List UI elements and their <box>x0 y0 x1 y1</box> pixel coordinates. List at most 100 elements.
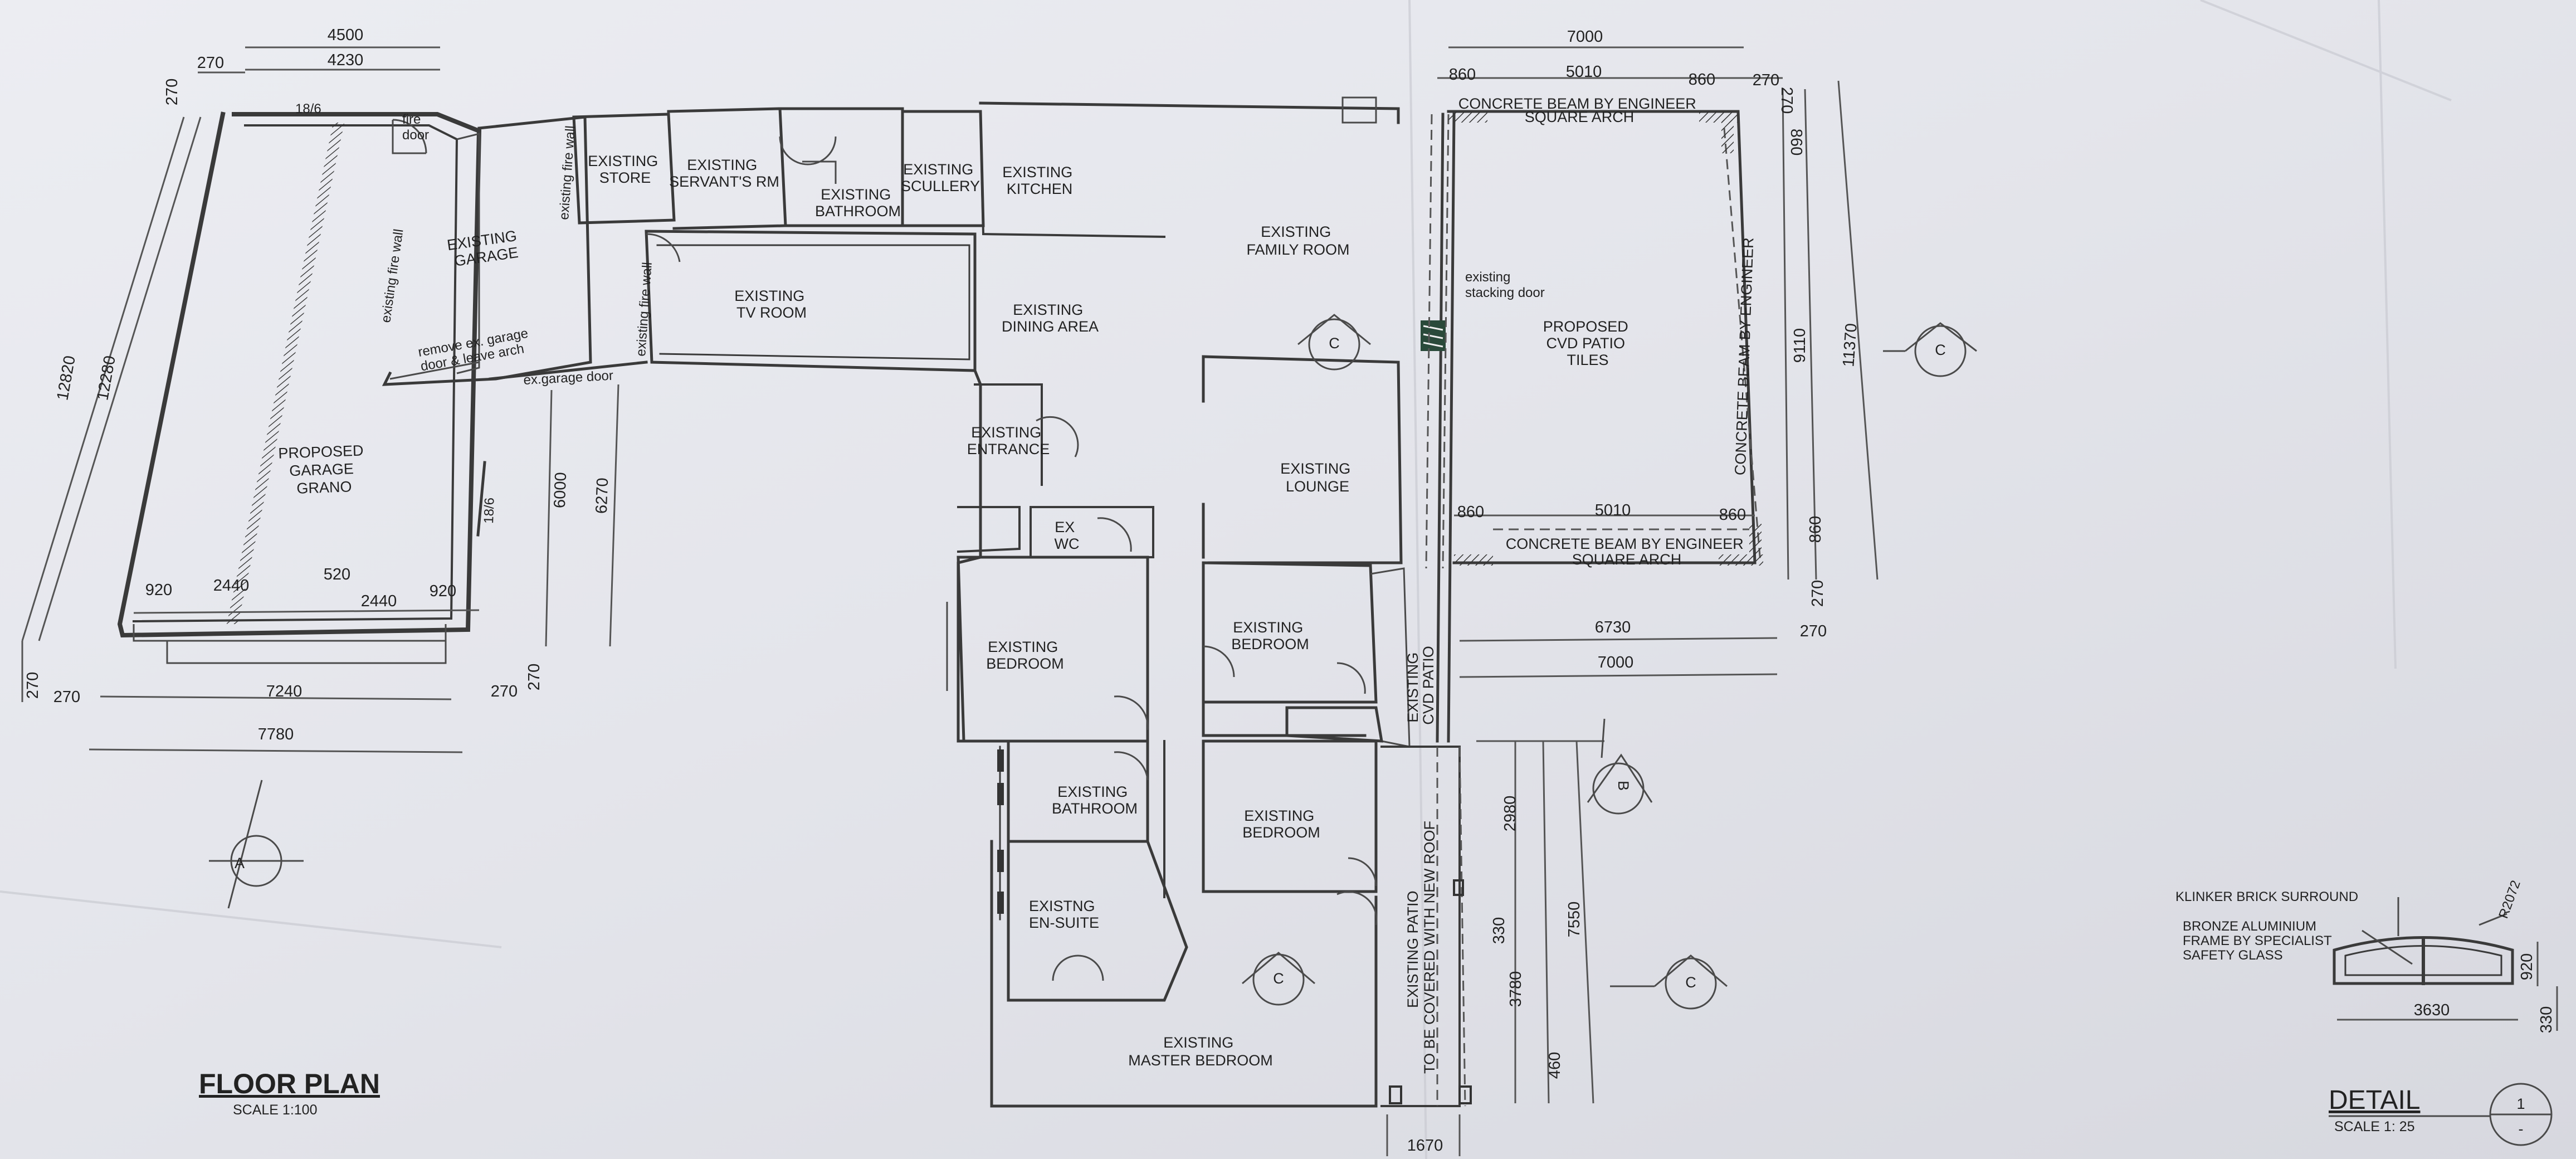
dim-3630: 3630 <box>2414 1001 2450 1019</box>
drawing-title: FLOOR PLAN <box>199 1068 380 1099</box>
detail-frame-note: BRONZE ALUMINIUM FRAME BY SPECIALIST SAF… <box>2183 919 2335 963</box>
room-existing-store: EXISTING STORE <box>588 153 662 186</box>
dim-2980: 2980 <box>1501 796 1519 832</box>
dim-270-bottom-right: 270 <box>491 683 518 700</box>
note-beam-bottom: CONCRETE BEAM BY ENGINEER SQUARE ARCH <box>1506 535 1748 568</box>
dim-270-side: 270 <box>163 79 181 105</box>
paper-creases <box>0 0 2452 1159</box>
room-existing-bedroom-1: EXISTING BEDROOM <box>986 639 1064 672</box>
room-existing-master-bedroom: EXISTING MASTER BEDROOM <box>1128 1034 1273 1069</box>
window-mark-3 <box>997 850 1004 872</box>
post-3 <box>1453 879 1464 896</box>
dim-6000: 6000 <box>551 472 570 509</box>
window-mark-2 <box>997 783 1004 805</box>
room-existing-dining-area: EXISTING DINING AREA <box>1002 301 1099 335</box>
room-existing-bedroom-3: EXISTING BEDROOM <box>1242 807 1320 841</box>
dim-11370: 11370 <box>1840 323 1860 368</box>
dim-270-top-right: 270 <box>1753 71 1779 89</box>
room-existing-ensuite: EXISTNG EN-SUITE <box>1029 898 1099 931</box>
dim-270-right-rot: 270 <box>525 664 543 690</box>
room-existing-bathroom-top: EXISTING BATHROOM <box>815 186 901 220</box>
dim-2440-right: 2440 <box>361 592 397 610</box>
section-marker-c4: C <box>1610 955 1728 1010</box>
dim-1670: 1670 <box>1407 1137 1443 1155</box>
detail-ref-circle: 1 - <box>2329 1083 2553 1146</box>
window-mark-1 <box>997 749 1004 772</box>
room-existing-bedroom-2: EXISTING BEDROOM <box>1231 619 1309 652</box>
dim-860-mid-right: 860 <box>1719 506 1746 524</box>
beam-hatch-bl <box>1454 554 1493 566</box>
patio-dimension-lines <box>1386 46 1879 1156</box>
dim-330: 330 <box>1490 917 1508 944</box>
room-existing-cvd-patio: EXISTING CVD PATIO <box>1404 646 1437 725</box>
window-detail <box>2333 897 2558 1031</box>
svg-text:1: 1 <box>2516 1095 2525 1112</box>
post-1 <box>1389 1085 1402 1104</box>
existing-house-walls <box>382 96 1472 1108</box>
room-ex-wc: EX WC <box>1055 519 1080 552</box>
dim-detail-330: 330 <box>2538 1006 2555 1033</box>
svg-text:-: - <box>2519 1121 2524 1137</box>
dim-520: 520 <box>324 566 350 583</box>
room-existing-scullery: EXISTING SCULLERY <box>901 161 980 194</box>
note-patio-roof: EXISTING PATIO TO BE COVERED WITH NEW RO… <box>1404 821 1438 1074</box>
dim-860-right-vertical-2: 860 <box>1807 516 1824 543</box>
window-size-label-2: 18/6 <box>481 498 497 524</box>
room-existing-kitchen: EXISTING KITCHEN <box>1002 164 1077 197</box>
room-existing-entrance: EXISTING ENTRANCE <box>967 424 1050 457</box>
note-beam-top: CONCRETE BEAM BY ENGINEER SQUARE ARCH <box>1458 95 1701 125</box>
room-proposed-patio: PROPOSED CVD PATIO TILES <box>1543 318 1633 368</box>
proposed-garage-walls <box>117 111 482 664</box>
fire-door <box>392 119 427 154</box>
room-existing-bathroom-mid: EXISTING BATHROOM <box>1052 783 1138 817</box>
dim-860-right-vertical: 860 <box>1787 129 1805 155</box>
window-mark-4 <box>997 892 1004 914</box>
post-2 <box>1458 1085 1472 1104</box>
dim-7000-top: 7000 <box>1567 28 1603 46</box>
dim-270-right-vertical-2: 270 <box>1809 580 1827 607</box>
detail-scale: SCALE 1: 25 <box>2334 1119 2415 1134</box>
dim-270-bottom-left: 270 <box>24 672 42 699</box>
room-existing-family-room: EXISTING FAMILY ROOM <box>1246 223 1349 258</box>
dim-detail-920: 920 <box>2518 953 2536 980</box>
dim-4230: 4230 <box>328 51 364 69</box>
room-existing-lounge: EXISTING LOUNGE <box>1280 460 1355 495</box>
garage-window-right <box>476 461 486 537</box>
proposed-patio <box>1425 110 1763 569</box>
dim-860-top-left: 860 <box>1449 66 1476 84</box>
svg-text:C: C <box>1273 970 1284 987</box>
svg-text:C: C <box>1685 974 1696 991</box>
section-marker-c3: C <box>1242 952 1315 1006</box>
svg-text:C: C <box>1935 342 1946 358</box>
svg-text:B: B <box>1615 781 1632 791</box>
dim-270-right-vertical: 270 <box>1778 87 1796 114</box>
room-existing-tv-room: EXISTING TV ROOM <box>734 288 809 321</box>
fire-door-label: fire door <box>402 112 429 143</box>
dim-9110: 9110 <box>1791 328 1809 363</box>
dim-7240: 7240 <box>266 683 303 700</box>
dim-3780: 3780 <box>1507 971 1525 1007</box>
dim-920-left: 920 <box>145 581 172 599</box>
dim-6730: 6730 <box>1595 619 1631 636</box>
section-marker-a: A <box>209 780 304 909</box>
section-marker-c2: C <box>1883 322 1977 377</box>
dim-5010-top: 5010 <box>1566 63 1602 81</box>
detail-title: DETAIL <box>2329 1085 2420 1115</box>
dim-7780: 7780 <box>258 725 294 743</box>
room-proposed-garage: PROPOSED GARAGE GRANO <box>278 442 369 498</box>
detail-brick-note: KLINKER BRICK SURROUND <box>2175 889 2358 904</box>
beam-hatch-tl <box>1448 111 1487 123</box>
dim-860-top-right: 860 <box>1689 71 1715 89</box>
room-existing-servants-rm: EXISTING SERVANT'S RM <box>669 157 779 190</box>
note-stacking-door: existing stacking door <box>1465 270 1545 300</box>
dim-270-bottom-right: 270 <box>1800 622 1827 640</box>
beam-hatch-rt <box>1721 120 1734 153</box>
dim-920-right: 920 <box>430 582 456 600</box>
stacking-door-symbol <box>1421 320 1446 351</box>
window-size-label: 18/6 <box>295 101 321 116</box>
dim-7000-bottom: 7000 <box>1598 654 1634 671</box>
dim-4500: 4500 <box>328 26 364 44</box>
dim-7550: 7550 <box>1565 902 1583 938</box>
dim-270-bottom: 270 <box>53 688 80 706</box>
